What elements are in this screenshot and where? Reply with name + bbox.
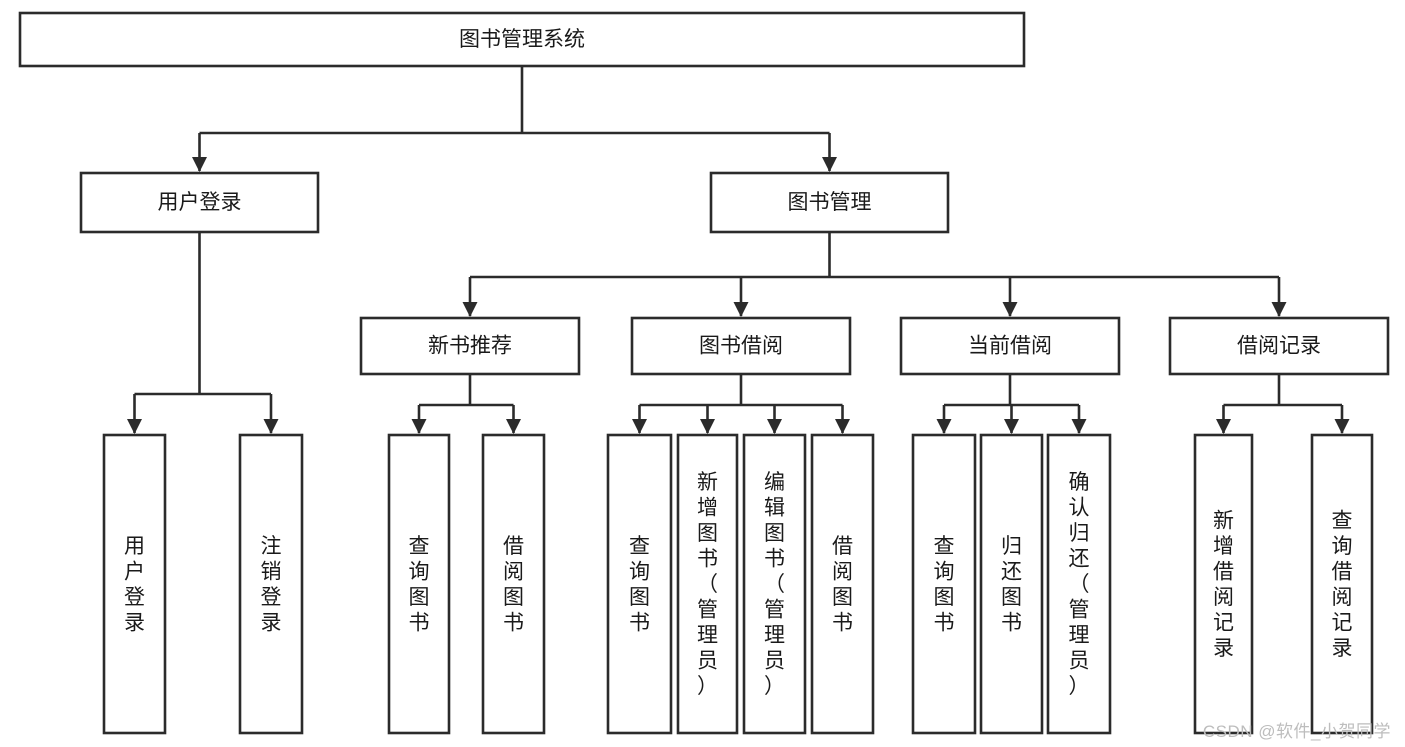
connector-layer [127, 66, 1350, 434]
leaf-node-借阅记录-0-label: 新增借阅记录 [1213, 509, 1234, 660]
leaf-node-借阅记录-0-box[interactable] [1193, 433, 1254, 735]
level2-node-1-label: 图书管理 [788, 191, 872, 214]
leaf-node-借阅记录-1-label: 查询借阅记录 [1332, 509, 1353, 660]
leaf-node-图书借阅-3-box[interactable] [810, 433, 875, 735]
leaf-node-用户登录-0-label: 用户登录 [124, 535, 145, 635]
arrow-新书推荐-to-leaf-0 [411, 419, 427, 434]
arrow-图书借阅-to-leaf-1 [700, 419, 715, 434]
leaf-node-当前借阅-2-label: 确认归还（管理员） [1069, 471, 1090, 698]
level3-node-2-label: 当前借阅 [968, 335, 1052, 358]
level3-node-3-box[interactable] [1168, 316, 1390, 376]
arrow-root-to-l2-1 [822, 157, 837, 172]
arrow-图书借阅-to-leaf-3 [835, 419, 850, 434]
level2-node-1-box[interactable] [709, 171, 950, 234]
arrow-用户登录-to-leaf-0 [127, 419, 142, 434]
leaf-node-当前借阅-0-label: 查询图书 [934, 535, 955, 635]
leaf-node-用户登录-1-label: 注销登录 [261, 535, 282, 635]
root-node-system-label: 图书管理系统 [459, 28, 585, 51]
arrow-当前借阅-to-leaf-0 [936, 419, 952, 434]
arrow-bookmgmt-to-l3-3 [1271, 302, 1287, 317]
leaf-node-图书借阅-3-label: 借阅图书 [832, 535, 853, 635]
arrow-借阅记录-to-leaf-1 [1334, 419, 1350, 434]
level2-node-0-box[interactable] [79, 171, 320, 234]
leaf-node-图书借阅-2-box[interactable] [742, 433, 807, 735]
leaf-node-当前借阅-1-box[interactable] [979, 433, 1044, 735]
level2-node-0-label: 用户登录 [158, 191, 242, 214]
arrow-新书推荐-to-leaf-1 [506, 419, 521, 434]
arrow-bookmgmt-to-l3-0 [462, 302, 478, 317]
arrow-图书借阅-to-leaf-0 [632, 419, 647, 434]
node-layer: 图书管理系统用户登录图书管理新书推荐图书借阅当前借阅借阅记录用户登录注销登录查询… [18, 11, 1390, 735]
arrow-借阅记录-to-leaf-0 [1216, 419, 1231, 434]
leaf-node-新书推荐-0-label: 查询图书 [409, 535, 430, 635]
leaf-node-当前借阅-2-box[interactable] [1046, 433, 1112, 735]
level3-node-0-label: 新书推荐 [428, 335, 512, 358]
leaf-node-用户登录-0-box[interactable] [102, 433, 167, 735]
arrow-bookmgmt-to-l3-1 [733, 302, 749, 317]
leaf-node-当前借阅-1-label: 归还图书 [1001, 535, 1022, 635]
leaf-node-新书推荐-1-label: 借阅图书 [503, 535, 524, 635]
leaf-node-图书借阅-1-box[interactable] [676, 433, 739, 735]
arrow-bookmgmt-to-l3-2 [1002, 302, 1018, 317]
leaf-node-用户登录-1-box[interactable] [238, 433, 304, 735]
level3-node-2-box[interactable] [899, 316, 1121, 376]
level3-node-3-label: 借阅记录 [1237, 335, 1321, 358]
level3-node-1-box[interactable] [630, 316, 852, 376]
leaf-node-图书借阅-2-label: 编辑图书（管理员） [764, 471, 785, 698]
arrow-root-to-l2-0 [192, 157, 207, 172]
leaf-node-借阅记录-1-box[interactable] [1310, 433, 1374, 735]
leaf-node-图书借阅-0-label: 查询图书 [629, 535, 650, 635]
leaf-node-图书借阅-0-box[interactable] [606, 433, 673, 735]
leaf-node-图书借阅-1-label: 新增图书（管理员） [697, 471, 718, 698]
root-node-system-box[interactable] [18, 11, 1026, 68]
leaf-node-新书推荐-0-box[interactable] [387, 433, 451, 735]
level3-node-1-label: 图书借阅 [699, 335, 783, 358]
arrow-图书借阅-to-leaf-2 [767, 419, 782, 434]
level3-node-0-box[interactable] [359, 316, 581, 376]
arrow-用户登录-to-leaf-1 [263, 419, 279, 434]
leaf-node-新书推荐-1-box[interactable] [481, 433, 546, 735]
arrow-当前借阅-to-leaf-1 [1004, 419, 1019, 434]
arrow-当前借阅-to-leaf-2 [1071, 419, 1087, 434]
leaf-node-当前借阅-0-box[interactable] [911, 433, 977, 735]
